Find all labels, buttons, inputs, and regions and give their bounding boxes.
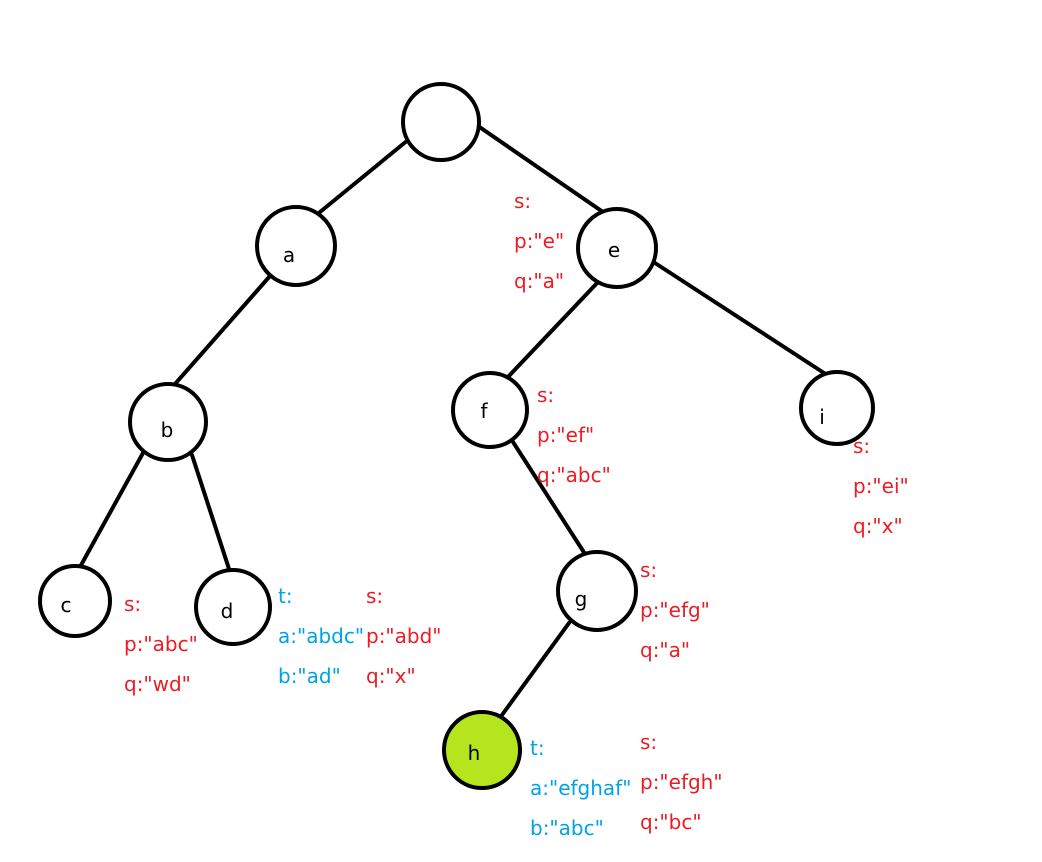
- annotation-e-s: s: p:"e" q:"a": [514, 189, 564, 293]
- annotation-e-s-line-1: s:: [514, 189, 531, 213]
- node-g-circle: [556, 550, 638, 632]
- annotation-h-s-line-2: p:"efgh": [640, 770, 723, 794]
- annotation-h-t-line-3: b:"abc": [530, 816, 604, 840]
- edge-f-g: [511, 440, 587, 556]
- annotation-f-s-line-3: q:"abc": [537, 463, 611, 487]
- node-c-label: c: [61, 593, 72, 617]
- tree-nodes: a b c d e f g h: [38, 82, 875, 790]
- annotation-d-s-line-1: s:: [366, 584, 383, 608]
- edge-e-i: [653, 261, 826, 375]
- annotation-h-t-line-2: a:"efghaf": [530, 776, 631, 800]
- annotation-g-s-line-3: q:"a": [640, 638, 690, 662]
- annotation-h-t: t: a:"efghaf" b:"abc": [530, 736, 631, 840]
- annotation-d-s: s: p:"abd" q:"x": [366, 584, 441, 688]
- node-root-circle: [401, 82, 481, 162]
- tree-node-a: a: [255, 205, 337, 287]
- tree-node-i: i: [799, 370, 875, 446]
- annotation-d-t-line-1: t:: [278, 584, 293, 608]
- annotation-i-s: s: p:"ei" q:"x": [853, 434, 909, 538]
- annotation-f-s-line-2: p:"ef": [537, 423, 594, 447]
- node-b-label: b: [161, 418, 174, 442]
- annotation-h-t-line-1: t:: [530, 736, 545, 760]
- node-f-circle: [451, 371, 529, 449]
- annotation-h-s-line-3: q:"bc": [640, 810, 702, 834]
- annotation-d-s-line-3: q:"x": [366, 664, 416, 688]
- edge-b-d: [190, 453, 232, 574]
- edge-root-a: [318, 138, 410, 214]
- node-h-circle: [442, 710, 522, 790]
- annotation-i-s-line-2: p:"ei": [853, 474, 909, 498]
- tree-node-b: b: [128, 382, 208, 462]
- node-b-circle: [128, 382, 208, 462]
- tree-node-g: g: [556, 550, 638, 632]
- tree-node-d: d: [194, 568, 272, 646]
- annotation-d-t-line-3: b:"ad": [278, 664, 341, 688]
- annotation-g-s-line-1: s:: [640, 558, 657, 582]
- edge-a-b: [173, 274, 272, 386]
- tree-edges: [78, 124, 826, 717]
- node-i-label: i: [819, 405, 825, 429]
- annotation-g-s-line-2: p:"efg": [640, 598, 710, 622]
- annotation-d-t: t: a:"abdc" b:"ad": [278, 584, 364, 688]
- annotation-d-s-line-2: p:"abd": [366, 624, 441, 648]
- tree-node-c: c: [38, 564, 112, 638]
- node-f-label: f: [480, 399, 488, 423]
- annotation-i-s-line-3: q:"x": [853, 514, 903, 538]
- annotation-c-s-line-2: p:"abc": [124, 632, 198, 656]
- node-g-label: g: [575, 587, 588, 611]
- node-i-circle: [799, 370, 875, 446]
- edge-root-e: [476, 124, 605, 214]
- node-c-circle: [38, 564, 112, 638]
- node-h-label: h: [468, 741, 481, 765]
- annotation-c-s-line-1: s:: [124, 592, 141, 616]
- annotation-f-s: s: p:"ef" q:"abc": [537, 383, 611, 487]
- annotation-f-s-line-1: s:: [537, 383, 554, 407]
- annotation-i-s-line-1: s:: [853, 434, 870, 458]
- tree-node-h: h: [442, 710, 522, 790]
- annotation-h-s: s: p:"efgh" q:"bc": [640, 730, 723, 834]
- annotation-e-s-line-3: q:"a": [514, 269, 564, 293]
- node-a-circle: [255, 205, 337, 287]
- annotation-e-s-line-2: p:"e": [514, 229, 564, 253]
- annotation-c-s: s: p:"abc" q:"wd": [124, 592, 198, 696]
- node-d-circle: [194, 568, 272, 646]
- annotation-c-s-line-3: q:"wd": [124, 672, 191, 696]
- annotation-g-s: s: p:"efg" q:"a": [640, 558, 710, 662]
- node-e-circle: [576, 207, 658, 289]
- node-d-label: d: [221, 599, 234, 623]
- tree-node-e: e: [576, 207, 658, 289]
- tree-node-root: [401, 82, 481, 162]
- edge-e-f: [505, 279, 601, 380]
- edge-g-h: [500, 621, 571, 717]
- tree-node-f: f: [451, 371, 529, 449]
- edge-b-c: [78, 451, 145, 569]
- annotation-h-s-line-1: s:: [640, 730, 657, 754]
- node-annotations: s: p:"e" q:"a" s: p:"ef" q:"abc" s: p:"e…: [124, 189, 909, 840]
- node-a-label: a: [283, 243, 295, 267]
- annotation-d-t-line-2: a:"abdc": [278, 624, 364, 648]
- node-e-label: e: [608, 238, 620, 262]
